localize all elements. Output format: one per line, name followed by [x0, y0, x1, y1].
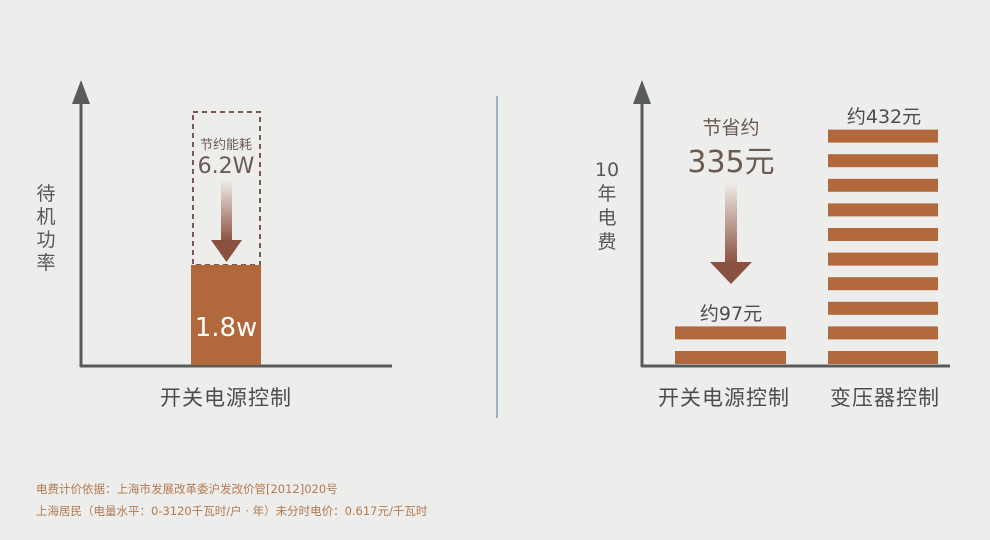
y-axis-arrow-head — [633, 80, 651, 104]
footnote-pricing-basis: 电费计价依据：上海市发展改革委沪发改价管[2012]020号 — [36, 482, 338, 496]
bar-value-label: 约432元 — [847, 106, 921, 128]
y-axis-label-char: 待 — [36, 183, 55, 205]
saving-value: 335元 — [687, 145, 774, 180]
bar-stripe — [828, 178, 938, 192]
category-label: 变压器控制 — [830, 386, 940, 410]
bar-switching-power — [191, 265, 261, 365]
bar-transformer — [828, 129, 938, 364]
bar-stripe — [828, 228, 938, 241]
saving-arrow — [710, 182, 752, 284]
y-axis-label-char: 年 — [597, 183, 616, 205]
bar-value-label: 约97元 — [700, 303, 762, 325]
category-label: 开关电源控制 — [658, 386, 790, 410]
bar-stripe — [828, 351, 938, 364]
y-axis-label-char: 功 — [36, 229, 55, 251]
footnote-unit-price: 上海居民（电量水平：0-3120千瓦时/户 · 年）未分时电价：0.617元/千… — [36, 504, 428, 518]
y-axis-label-char: 机 — [36, 206, 55, 228]
bar-stripe — [675, 351, 786, 364]
bar-stripe — [828, 203, 938, 217]
bar-value-label: 1.8w — [195, 313, 258, 343]
saving-value: 6.2W — [198, 154, 255, 179]
bar-stripe — [675, 326, 786, 340]
bar-switching-power — [675, 326, 786, 364]
bar-stripe — [828, 277, 938, 291]
y-axis-label-char: 电 — [597, 207, 616, 229]
y-axis-label-char: 率 — [36, 252, 55, 274]
y-axis-label-char: 费 — [597, 231, 616, 253]
y-axis-arrow-head — [72, 80, 90, 104]
bar-stripe — [828, 252, 938, 266]
y-axis-label-char: 10 — [595, 159, 619, 181]
bar-stripe — [828, 301, 938, 315]
bar-stripe — [828, 154, 938, 168]
category-label: 开关电源控制 — [160, 386, 292, 410]
bar-stripe — [828, 129, 938, 143]
saving-label: 节省约 — [702, 117, 759, 139]
bar-stripe — [828, 326, 938, 340]
saving-arrow — [211, 180, 242, 262]
saving-label: 节约能耗 — [200, 138, 252, 153]
